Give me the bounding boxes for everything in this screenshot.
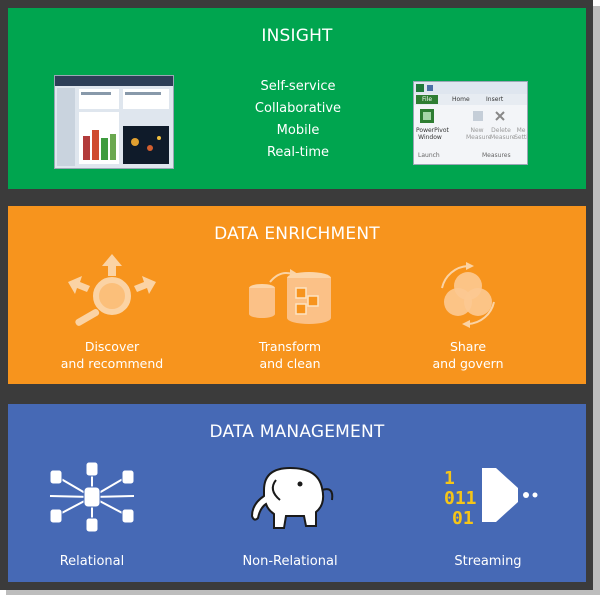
- transform-caption: Transform and clean: [226, 338, 354, 372]
- feature-item: Collaborative: [254, 101, 342, 116]
- insight-feature-list: Self-service Collaborative Mobile Real-t…: [218, 76, 378, 164]
- database-network-icon: [49, 462, 135, 532]
- elephant-icon: [250, 466, 334, 529]
- ribbon-screenshot: File Home Insert PowerPivot Window New M…: [413, 81, 528, 165]
- enrichment-title: DATA ENRICHMENT: [214, 224, 380, 244]
- non-relational-label: Non-Relational: [242, 554, 338, 569]
- stream-bits-row: 011: [444, 488, 477, 509]
- ribbon-titlebar: [414, 82, 527, 94]
- powerpivot-icon: [420, 109, 434, 123]
- caption-line: and govern: [432, 356, 504, 371]
- new-measure-icon: [473, 111, 483, 121]
- stream-bits-row: 1: [444, 468, 455, 489]
- caption-line: and clean: [259, 356, 321, 371]
- caption-line: Transform: [258, 339, 322, 354]
- streaming-icon: 1 011 01: [444, 468, 538, 528]
- data-management-panel: DATA MANAGEMENT 1 011 01: [8, 404, 586, 582]
- transform-icon: [249, 269, 331, 324]
- data-enrichment-panel: DATA ENRICHMENT Discover an: [8, 206, 586, 384]
- insight-title: INSIGHT: [261, 26, 333, 46]
- feature-item: Real-time: [266, 145, 330, 160]
- feature-item: Self-service: [260, 79, 336, 94]
- new-measure-button[interactable]: New Measure: [466, 127, 492, 141]
- delete-measure-button[interactable]: Delete Measure: [490, 127, 516, 141]
- share-caption: Share and govern: [404, 338, 532, 372]
- insight-panel: INSIGHT Self-service Collaborative Mobil…: [8, 8, 586, 189]
- management-title: DATA MANAGEMENT: [209, 422, 385, 442]
- dashboard-screenshot: [54, 75, 174, 169]
- dashboard-thumbnail-icon: [55, 76, 173, 166]
- delete-measure-icon: [495, 111, 505, 121]
- ribbon-tab-home[interactable]: Home: [452, 96, 470, 103]
- save-icon: [427, 85, 433, 91]
- discover-caption: Discover and recommend: [48, 338, 176, 372]
- stream-bits-row: 01: [452, 508, 474, 528]
- feature-item: Mobile: [276, 123, 320, 138]
- streaming-label: Streaming: [454, 554, 522, 569]
- caption-line: Discover: [84, 339, 140, 354]
- caption-line: Share: [449, 339, 487, 354]
- share-icon: [441, 262, 495, 328]
- caption-line: and recommend: [60, 356, 164, 371]
- ribbon-group-measures: Measures: [482, 152, 511, 159]
- excel-icon: [416, 84, 424, 92]
- ribbon-tab-insert[interactable]: Insert: [486, 96, 504, 103]
- measure-settings-button[interactable]: Me Setti: [514, 127, 528, 141]
- discover-icon: [68, 254, 156, 326]
- ribbon-group-launch: Launch: [418, 152, 440, 159]
- ribbon-tab-file[interactable]: File: [416, 95, 439, 104]
- relational-label: Relational: [59, 554, 125, 569]
- powerpivot-window-button[interactable]: PowerPivot Window: [416, 127, 449, 141]
